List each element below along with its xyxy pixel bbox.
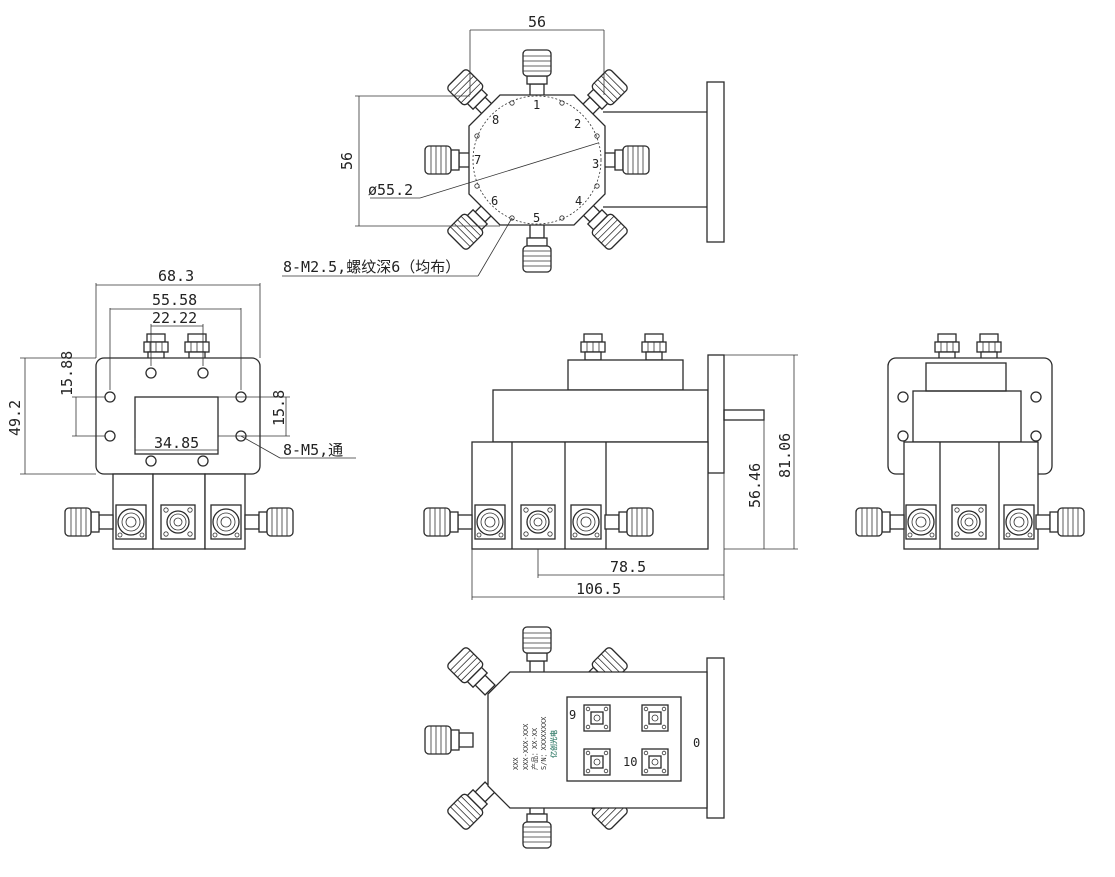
front-dim-body-length: 78.5: [610, 558, 646, 576]
left-connector-face-left: [115, 504, 147, 540]
front-top-block: [567, 359, 684, 391]
right-connector-side-right: [1035, 507, 1085, 537]
right-connector-side-left: [855, 507, 905, 537]
left-dim-opening-height: 15.8: [270, 390, 288, 426]
left-connector-side-right: [244, 507, 294, 537]
top-height-dim: 56: [338, 152, 356, 170]
bottom-sma-9: [583, 704, 611, 732]
bottom-sma-lower-left: [583, 748, 611, 776]
left-dim-overall-width: 68.3: [158, 267, 194, 285]
left-waveguide-opening: [134, 396, 219, 455]
front-view: 81.06 56.46 78.5 106.5: [423, 333, 798, 600]
bottom-label-line-4: S/N：XXXXXXXX: [540, 716, 548, 770]
bottom-flange: [706, 657, 725, 819]
front-small-connector-b: [641, 333, 667, 361]
port-number-6: 6: [491, 194, 498, 208]
front-dim-total-length: 106.5: [576, 580, 621, 598]
front-connector-face-right: [570, 504, 602, 540]
front-middle-block: [492, 389, 709, 443]
top-connector-5: [522, 223, 552, 273]
bottom-port-9: 9: [569, 708, 576, 722]
left-dim-overall-height: 49.2: [6, 400, 24, 436]
bottom-sma-10: [641, 748, 669, 776]
right-connector-face-right: [1003, 504, 1035, 540]
port-number-5: 5: [533, 211, 540, 225]
right-connector-face-center: [951, 504, 987, 540]
left-connector-face-center: [160, 504, 196, 540]
port-number-8: 8: [492, 113, 499, 127]
top-width-dim: 56: [528, 13, 546, 31]
left-flange-plate: [95, 357, 261, 475]
bottom-label-line-3: 产品：XX-XX: [530, 727, 539, 770]
right-small-connector-b: [976, 333, 1002, 361]
bottom-port-10: 10: [623, 755, 637, 769]
top-hole-note: 8-M2.5,螺纹深6（均布）: [283, 258, 460, 276]
bottom-connector-1: [522, 626, 552, 676]
left-connector-side-left: [64, 507, 114, 537]
bottom-body: [487, 671, 708, 809]
bottom-view: 9 10 0 XXX XXX-XXX-XXX 产品：XX-XX S/N：XXXX…: [424, 626, 725, 849]
top-circle: [472, 95, 602, 225]
right-small-connector-a: [934, 333, 960, 361]
bottom-logo: 亿创光电: [549, 730, 558, 758]
front-connector-face-center: [520, 504, 556, 540]
left-dim-hole-spacing: 55.58: [152, 291, 197, 309]
front-connector-side-left: [423, 507, 473, 537]
front-dim-flange-height: 56.46: [746, 463, 764, 508]
port-number-2: 2: [574, 117, 581, 131]
bottom-port-0: 0: [693, 736, 700, 750]
left-dim-hole-vertical: 15.88: [58, 351, 76, 396]
left-connector-face-right: [210, 504, 242, 540]
bottom-label-line-1: XXX: [512, 757, 520, 770]
top-octagon-body: [468, 94, 606, 226]
port-number-4: 4: [575, 194, 582, 208]
left-dim-connector-spacing: 22.22: [152, 309, 197, 327]
left-small-connector-b: [184, 333, 210, 361]
top-flange: [706, 81, 725, 243]
front-dim-total-height: 81.06: [776, 433, 794, 478]
bottom-connector-panel: [566, 696, 682, 782]
port-number-7: 7: [474, 153, 481, 167]
left-view: 68.3 55.58 22.22 34.85 49.2 15.88 15.8 8…: [6, 267, 356, 550]
top-view: 1 2 3 4 5 6 7 8 56 56 ø55.2 8-M2.5,螺纹深6（…: [282, 13, 725, 277]
top-connector-1: [522, 49, 552, 99]
bottom-label-block: XXX XXX-XXX-XXX 产品：XX-XX S/N：XXXXXXXX 亿创…: [512, 716, 558, 770]
left-small-connector-a: [143, 333, 169, 361]
front-small-connector-a: [580, 333, 606, 361]
bottom-label-line-2: XXX-XXX-XXX: [522, 723, 530, 770]
front-flange: [707, 354, 725, 474]
top-connector-7: [424, 145, 474, 175]
left-hole-note: 8-M5,通: [283, 441, 343, 459]
bottom-sma-upper-right: [641, 704, 669, 732]
top-connector-3: [600, 145, 650, 175]
port-number-3: 3: [592, 157, 599, 171]
right-connector-face-left: [905, 504, 937, 540]
right-view: [855, 333, 1085, 550]
left-dim-opening-width: 34.85: [154, 434, 199, 452]
front-connector-face-left: [474, 504, 506, 540]
port-number-1: 1: [533, 98, 540, 112]
bottom-connector-7: [424, 725, 474, 755]
top-diameter-label: ø55.2: [368, 181, 413, 199]
